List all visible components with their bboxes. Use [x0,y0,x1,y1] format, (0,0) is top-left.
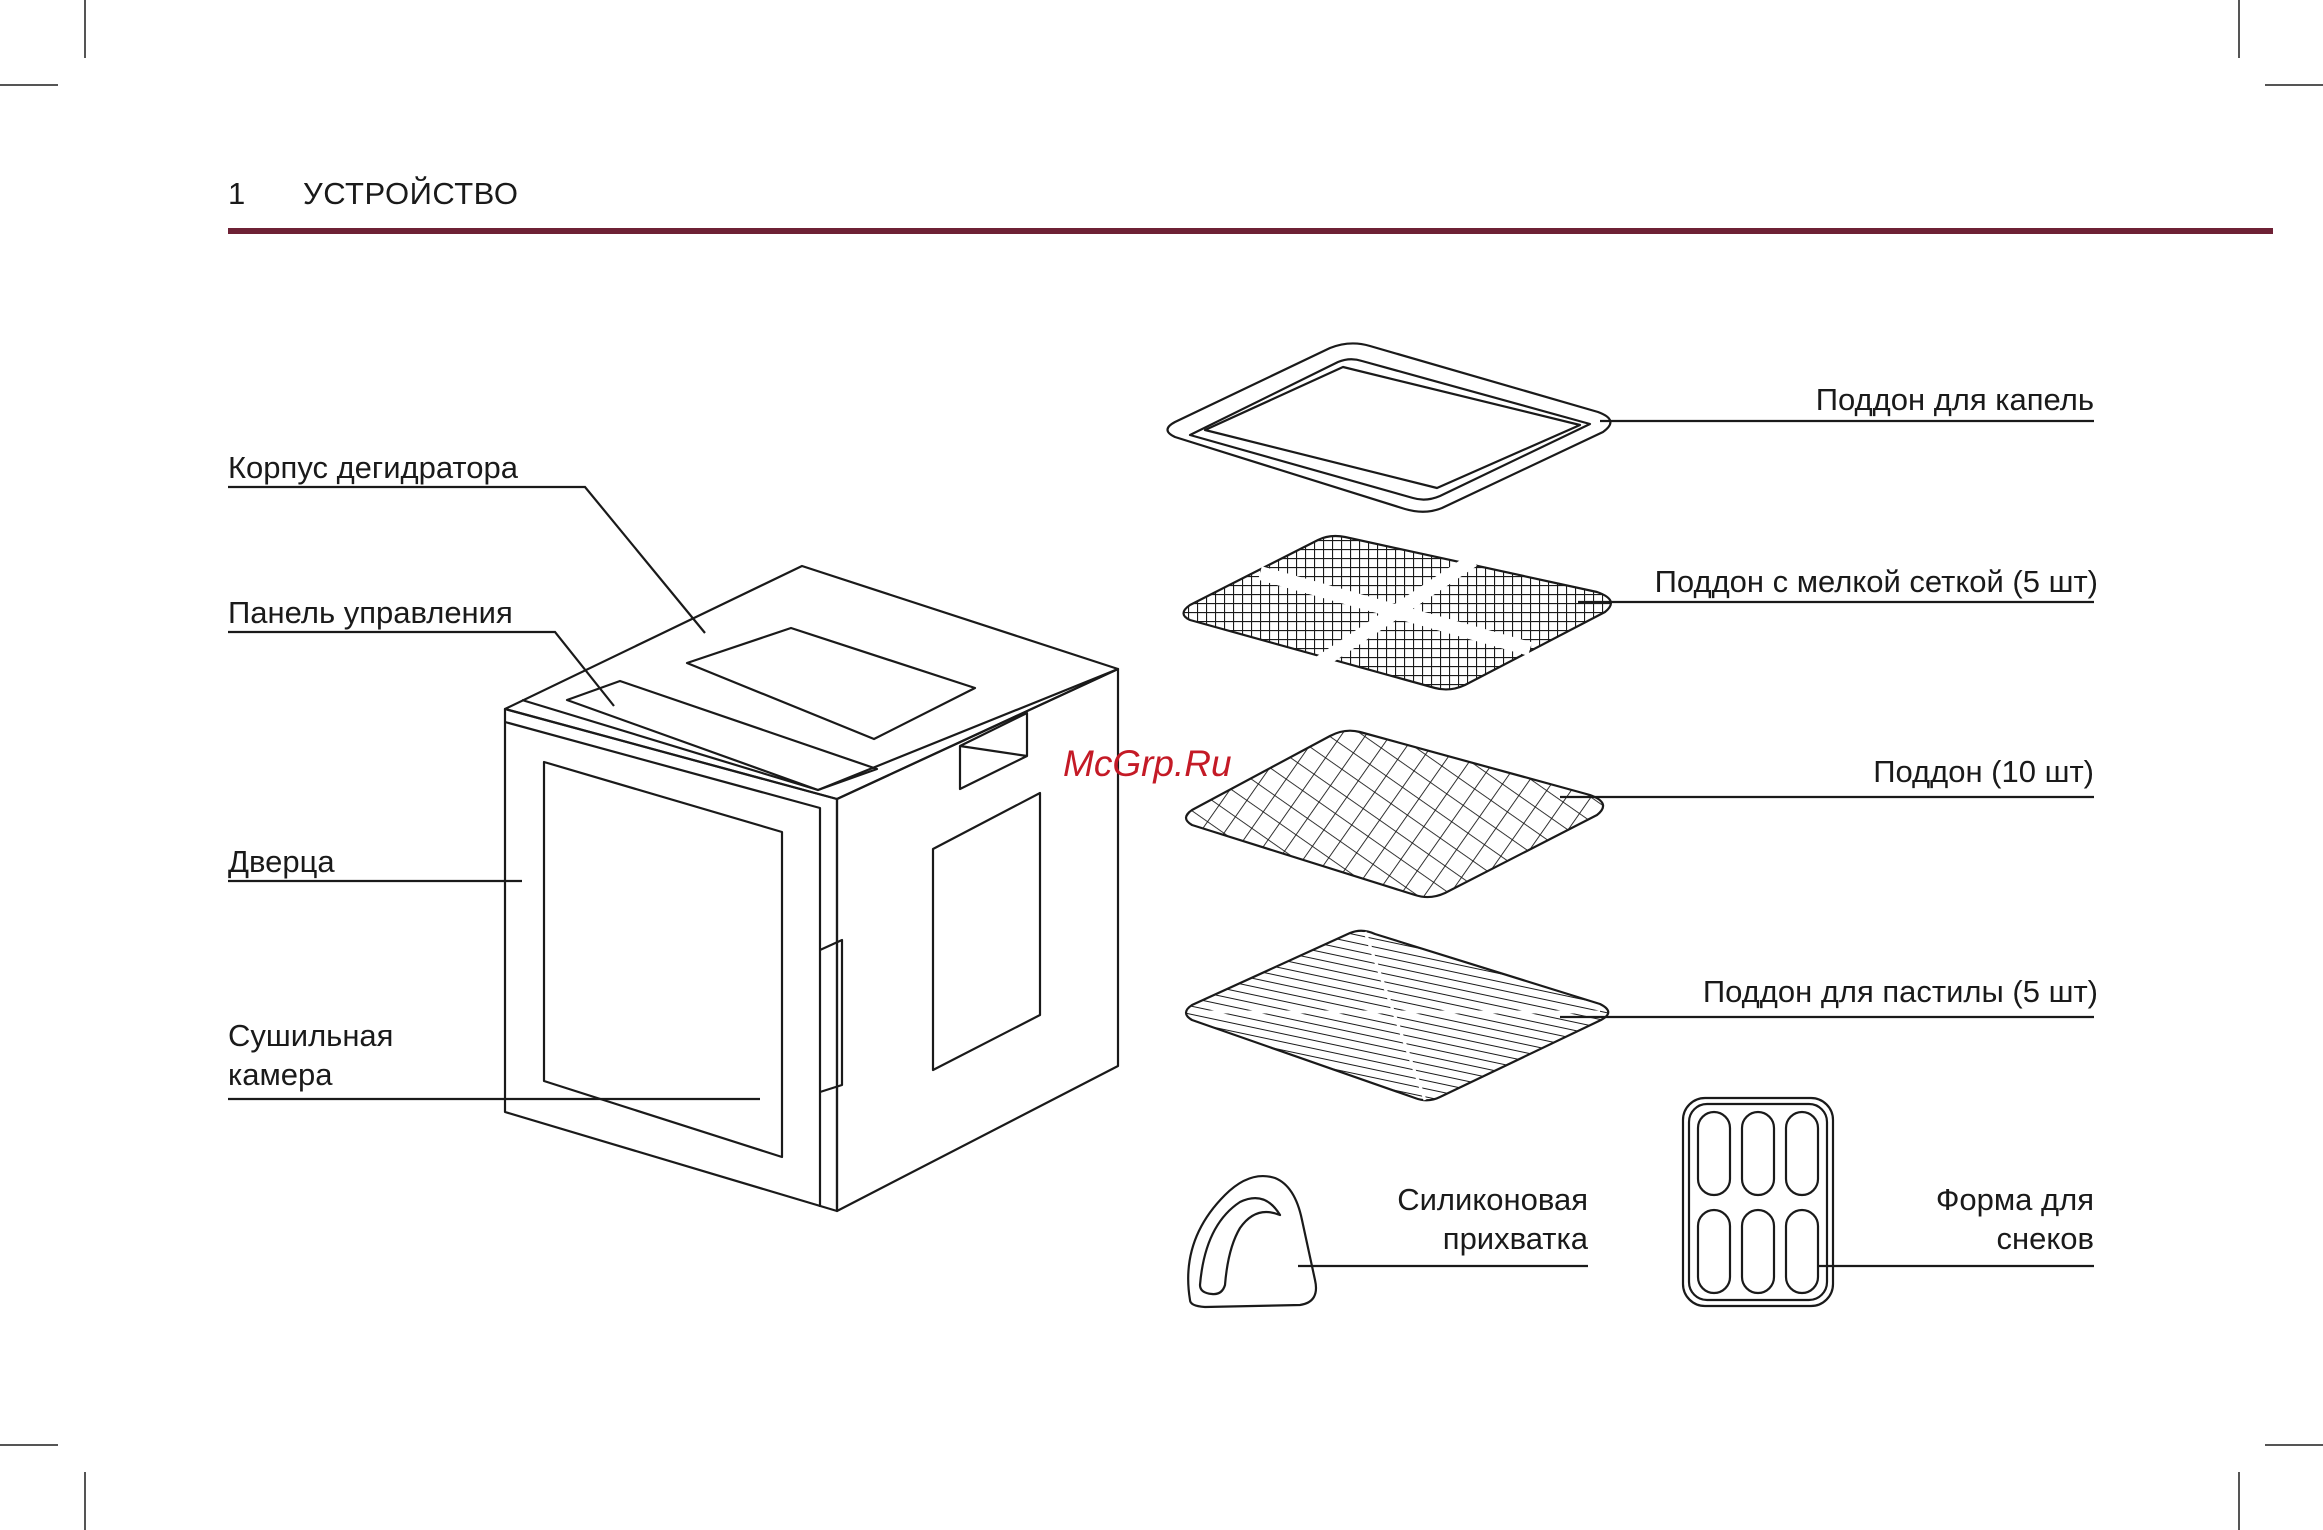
top-inner-edge [522,669,1118,790]
dehydrator-top [505,566,1118,799]
label-drying-chamber-line2: камера [228,1055,333,1095]
door-frame [505,722,820,1207]
drip-tray-inner [1190,359,1590,499]
mesh-tray [1186,731,1603,897]
dehydrator-front [505,709,837,1211]
control-panel [567,681,877,790]
label-snack-form-line1: Форма для [1936,1180,2094,1220]
mitt-inner [1200,1198,1280,1294]
label-control-panel: Панель управления [228,593,513,633]
leader-panel [228,632,614,706]
label-fine-mesh-tray: Поддон с мелкой сеткой (5 шт) [1655,562,2098,602]
label-silicone-mitt-line1: Силиконовая [1397,1180,1588,1220]
snack-form [1683,1098,1833,1306]
door-handle [820,940,842,1092]
pastila-tray [1186,931,1608,1101]
label-door: Дверца [228,842,335,882]
label-silicone-mitt-line2: прихватка [1443,1219,1588,1259]
door-window [544,762,782,1157]
label-drip-tray: Поддон для капель [1816,380,2094,420]
side-window [933,793,1040,1070]
mitt-outer [1188,1176,1316,1307]
watermark: McGrp.Ru [1063,743,1232,785]
label-dehydrator-body: Корпус дегидратора [228,448,518,488]
label-pastila-tray: Поддон для пастилы (5 шт) [1703,972,2098,1012]
label-drying-chamber-line1: Сушильная [228,1016,393,1056]
label-snack-form-line2: снеков [1997,1219,2094,1259]
top-lid-panel [687,628,975,739]
label-tray: Поддон (10 шт) [1873,752,2094,792]
